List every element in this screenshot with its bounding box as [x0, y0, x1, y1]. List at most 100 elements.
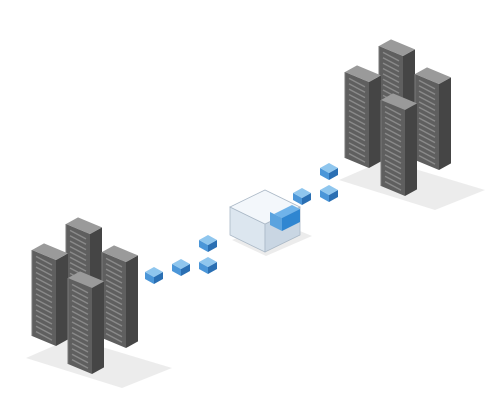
- rack-slot-line: [35, 304, 53, 314]
- packet-left-face: [199, 240, 208, 252]
- packet-right-face: [302, 193, 311, 205]
- rack-slot-line: [35, 293, 53, 304]
- data-packet-cube: [199, 257, 217, 274]
- rack-slot-line: [418, 155, 436, 165]
- rack-slot-line: [71, 310, 89, 321]
- rack-slot-line: [418, 85, 436, 95]
- packet-left-face: [293, 193, 302, 205]
- packet-top-face: [172, 259, 190, 269]
- rack-slot-line: [418, 101, 436, 111]
- rack-slot-line: [35, 255, 53, 266]
- rack-slot-line: [384, 175, 402, 186]
- rack-side-face: [92, 281, 104, 374]
- rack-slot-line: [418, 128, 436, 138]
- rack-top-face: [66, 217, 102, 234]
- rack-slot-line: [71, 337, 89, 348]
- rack-slot-line: [418, 95, 436, 106]
- rack-top-face: [415, 67, 451, 84]
- rack-slot-line: [418, 138, 436, 149]
- rack-slot-line: [418, 112, 436, 122]
- rack-slot-line: [105, 284, 123, 295]
- rack-slot-line: [382, 57, 400, 67]
- server-rack: [380, 93, 417, 196]
- data-packet-cube: [172, 259, 190, 276]
- rack-slot-line: [384, 159, 402, 170]
- packet-left-face: [199, 262, 208, 274]
- rack-slot-line: [384, 164, 402, 175]
- rack-slot-line: [348, 136, 366, 147]
- rack-slot-line: [348, 147, 366, 158]
- packet-top-face: [145, 267, 163, 277]
- rack-slot-line: [348, 110, 366, 120]
- rack-slot-line: [35, 314, 53, 325]
- rack-slot-line: [71, 326, 89, 337]
- rack-slot-line: [384, 148, 402, 159]
- packet-left-face: [145, 272, 154, 284]
- rack-slot-line: [384, 116, 402, 127]
- rack-slot-line: [348, 120, 366, 131]
- rack-top-face: [68, 271, 104, 288]
- packet-right-face: [181, 264, 190, 276]
- rack-slot-line: [35, 266, 53, 277]
- rack-top-face: [381, 93, 417, 110]
- rack-slot-line: [71, 332, 89, 342]
- packet-top-face: [293, 188, 311, 198]
- rack-side-face: [56, 253, 68, 346]
- packet-right-face: [329, 168, 338, 180]
- rack-slot-line: [105, 306, 123, 316]
- rack-slot-line: [35, 325, 53, 336]
- packet-right-face: [154, 272, 163, 284]
- rack-slot-line: [384, 132, 402, 143]
- rack-side-face: [439, 77, 451, 170]
- packet-top-face: [199, 257, 217, 267]
- rack-slot-line: [71, 289, 89, 299]
- rack-slot-line: [348, 93, 366, 104]
- rack-slot-line: [35, 261, 53, 271]
- rack-slot-line: [71, 321, 89, 332]
- rack-slot-line: [71, 342, 89, 353]
- rack-slot-line: [418, 144, 436, 154]
- rack-slot-line: [384, 138, 402, 148]
- rack-slot-line: [348, 115, 366, 126]
- rack-slot-line: [69, 245, 87, 256]
- rack-slot-line: [418, 117, 436, 128]
- rack-slot-line: [382, 84, 400, 94]
- data-packet-cube: [320, 163, 338, 180]
- rack-slot-line: [384, 127, 402, 137]
- server-cluster-right: [344, 39, 451, 196]
- rack-slot-line: [69, 229, 87, 240]
- rack-slot-line: [105, 311, 123, 322]
- server-rack: [414, 67, 451, 170]
- rack-slot-line: [105, 316, 123, 327]
- rack-slot-line: [71, 348, 89, 358]
- rack-slot-line: [69, 262, 87, 272]
- rack-slot-line: [105, 290, 123, 300]
- rack-slot-line: [69, 240, 87, 251]
- rack-slot-line: [348, 142, 366, 152]
- data-packet-cube: [199, 235, 217, 252]
- rack-slot-line: [348, 99, 366, 109]
- rack-slot-line: [69, 235, 87, 245]
- appliance-accent-top: [274, 205, 300, 218]
- packet-left-face: [320, 168, 329, 180]
- rack-top-face: [102, 245, 138, 262]
- packet-right-face: [208, 262, 217, 274]
- rack-slot-line: [71, 316, 89, 326]
- packet-top-face: [320, 163, 338, 173]
- rack-slot-line: [35, 277, 53, 287]
- server-rack: [31, 243, 68, 346]
- packet-right-face: [329, 190, 338, 202]
- rack-slot-line: [348, 126, 366, 136]
- data-packet-cube: [293, 188, 311, 205]
- packet-group-right: [293, 163, 338, 205]
- network-appliance: [229, 189, 301, 253]
- rack-slot-line: [105, 257, 123, 268]
- rack-slot-line: [69, 251, 87, 261]
- rack-slot-line: [348, 83, 366, 93]
- packet-right-face: [208, 240, 217, 252]
- rack-slot-line: [35, 331, 53, 341]
- rack-side-face: [126, 255, 138, 348]
- rack-slot-line: [71, 294, 89, 305]
- rack-slot-line: [105, 322, 123, 332]
